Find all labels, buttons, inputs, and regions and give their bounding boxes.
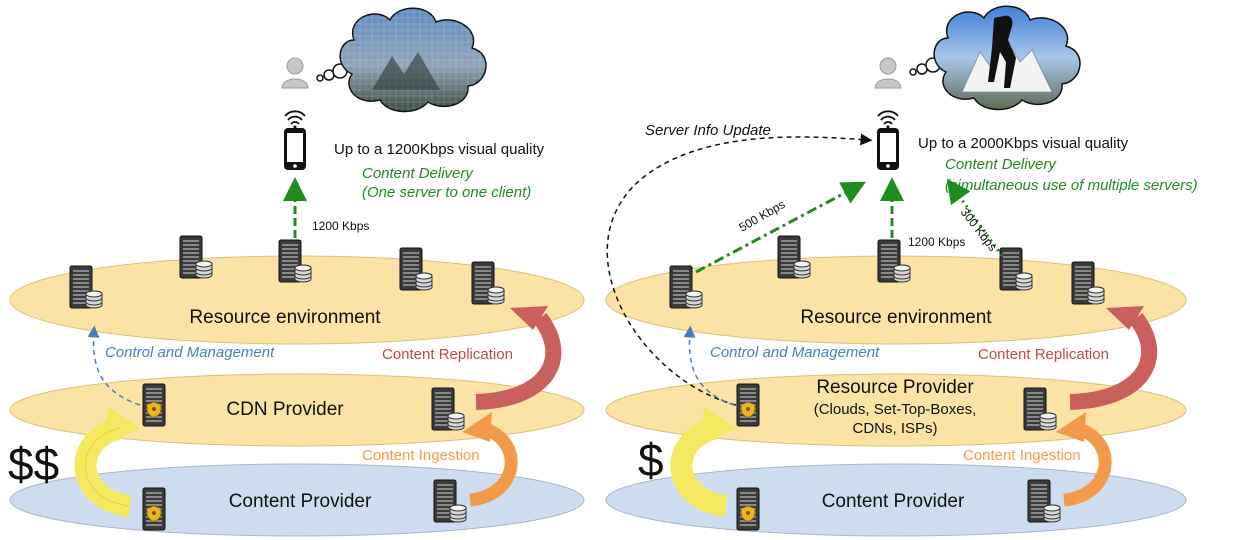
right-provider-sub1: (Clouds, Set-Top-Boxes,	[814, 401, 977, 418]
dollar-icon: $$	[8, 438, 59, 490]
left-quality-text: Up to a 1200Kbps visual quality	[334, 141, 545, 158]
server-info-update-label: Server Info Update	[645, 122, 771, 139]
right-delivery-arrow-300	[946, 178, 1004, 257]
left-payment-arrow	[74, 417, 132, 517]
dollar-icon: $	[638, 434, 664, 486]
right-delivery-title: Content Delivery	[945, 156, 1057, 173]
right-delivery-sub: (simultaneous use of multiple servers)	[945, 177, 1198, 194]
right-ingestion-arrow	[1062, 421, 1112, 507]
smartphone-icon	[283, 110, 307, 171]
left-content-label: Content Provider	[229, 491, 372, 512]
left-replication-arrow	[475, 313, 562, 410]
left-panel: Up to a 1200Kbps visual quality Content …	[8, 7, 585, 537]
secure-server-icon	[737, 488, 759, 530]
secure-server-icon	[143, 384, 165, 426]
server-info-update-arrow	[606, 133, 873, 406]
right-content-label: Content Provider	[822, 491, 965, 512]
thought-cloud-icon	[339, 7, 487, 113]
secure-server-icon	[143, 488, 165, 530]
left-resource-label: Resource environment	[189, 307, 381, 328]
right-control-label: Control and Management	[710, 344, 880, 361]
left-control-label: Control and Management	[105, 344, 275, 361]
right-delivery-arrow-500	[695, 181, 866, 274]
right-rate-500: 500 Kbps	[737, 197, 788, 234]
secure-server-icon	[737, 384, 759, 426]
left-delivery-sub: (One server to one client)	[362, 184, 531, 201]
left-control-arrow	[87, 325, 141, 406]
right-resource-label: Resource environment	[800, 307, 992, 328]
left-replication-label: Content Replication	[382, 346, 513, 363]
right-replication-label: Content Replication	[978, 346, 1109, 363]
right-provider-sub2: CDNs, ISPs)	[852, 420, 937, 437]
server-icon	[778, 236, 810, 278]
right-control-arrow	[683, 325, 735, 406]
right-replication-arrow	[1069, 313, 1158, 410]
right-rate-1200: 1200 Kbps	[908, 235, 965, 249]
left-ingestion-label: Content Ingestion	[362, 447, 480, 464]
right-panel: Up to a 2000Kbps visual quality Content …	[605, 5, 1198, 537]
left-delivery-title: Content Delivery	[362, 165, 474, 182]
right-payment-arrow	[670, 417, 728, 517]
smartphone-icon	[876, 110, 900, 171]
right-ingestion-label: Content Ingestion	[963, 447, 1081, 464]
thought-cloud-icon	[933, 5, 1081, 111]
user-icon	[281, 57, 309, 89]
right-quality-text: Up to a 2000Kbps visual quality	[918, 135, 1129, 152]
left-rate-label: 1200 Kbps	[312, 219, 369, 233]
right-provider-label: Resource Provider	[816, 377, 974, 398]
server-icon	[180, 236, 212, 278]
user-icon	[874, 57, 902, 89]
left-ingestion-arrow	[468, 421, 518, 507]
left-provider-label: CDN Provider	[226, 399, 344, 420]
